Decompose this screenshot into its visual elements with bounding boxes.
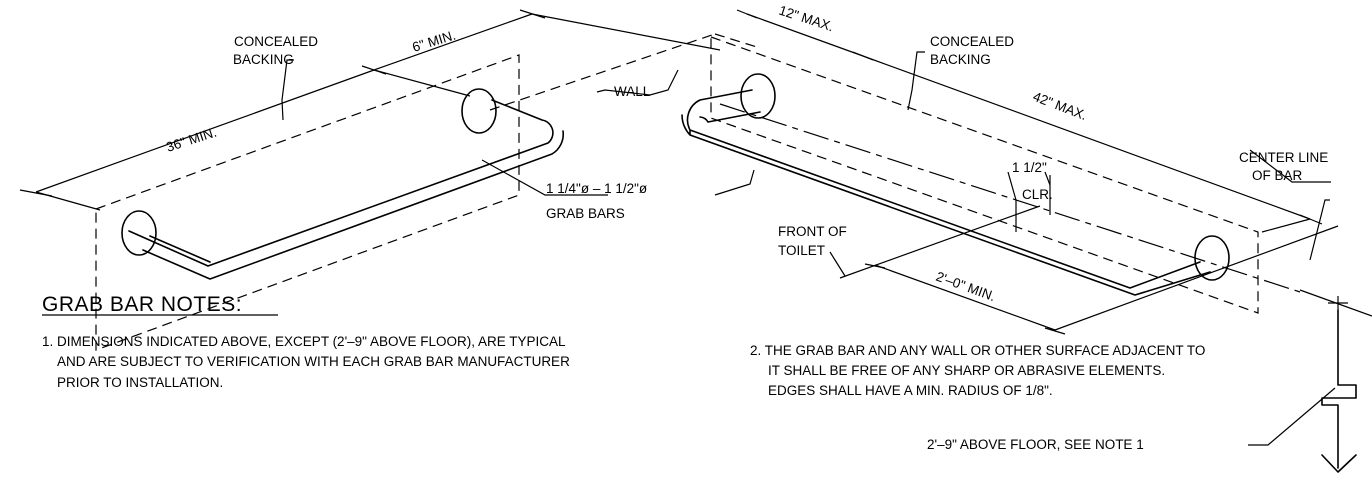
right-concealed-backing	[710, 36, 1259, 314]
label-front-of-toilet-1: FRONT OF	[778, 224, 847, 239]
note-2-line-2: IT SHALL BE FREE OF ANY SHARP OR ABRASIV…	[768, 363, 1165, 378]
dim-42-max-line	[862, 55, 1311, 220]
left-bar-flange-left	[121, 210, 157, 256]
label-grab-bars: GRAB BARS	[546, 206, 625, 221]
label-wall: WALL	[614, 84, 651, 99]
label-above-floor: 2'–9" ABOVE FLOOR, SEE NOTE 1	[927, 437, 1144, 452]
left-grab-bar-tube	[128, 99, 565, 280]
label-concealed-backing-left-2: BACKING	[233, 52, 294, 67]
note-1-line-3: PRIOR TO INSTALLATION.	[57, 375, 223, 390]
label-2ft-min: 2'–0" MIN.	[934, 269, 998, 304]
label-42-max: 42" MAX.	[1031, 89, 1089, 123]
dim-2ft-min-line	[874, 264, 1056, 331]
left-bar-flange-right	[461, 88, 497, 134]
label-bar-size: 1 1/4"ø – 1 1/2"ø	[546, 181, 647, 196]
left-grab-bar-assembly	[19, 9, 721, 351]
left-wall-line	[489, 33, 716, 111]
dim-36-min-line	[35, 69, 375, 193]
label-36-min: 36" MIN.	[164, 124, 218, 154]
note-2-line-3: EDGES SHALL HAVE A MIN. RADIUS OF 1/8".	[768, 383, 1053, 398]
note-2-line-1: 2. THE GRAB BAR AND ANY WALL OR OTHER SU…	[750, 343, 1205, 358]
right-grab-bar-tube	[681, 89, 1211, 296]
label-concealed-backing-right-1: CONCEALED	[930, 34, 1014, 49]
notes-heading: GRAB BAR NOTES:	[42, 293, 242, 316]
label-center-line-1: CENTER LINE	[1239, 150, 1328, 165]
note-1-line-2: AND ARE SUBJECT TO VERIFICATION WITH EAC…	[57, 354, 570, 369]
floor-elevation-symbol	[1299, 289, 1372, 473]
label-concealed-backing-right-2: BACKING	[930, 52, 991, 67]
right-bar-flange-left	[740, 73, 776, 119]
leader-lines	[281, 51, 1336, 446]
right-bar-flange-right	[1194, 235, 1230, 281]
label-6-min: 6" MIN.	[410, 27, 457, 54]
note-1-line-1: 1. DIMENSIONS INDICATED ABOVE, EXCEPT (2…	[42, 334, 566, 349]
label-front-of-toilet-2: TOILET	[778, 243, 825, 258]
dim-6-min-line	[373, 13, 533, 71]
front-of-toilet-line	[839, 205, 1041, 279]
label-concealed-backing-left-1: CONCEALED	[234, 34, 318, 49]
label-clr-dimension: 1 1/2"	[1012, 160, 1047, 175]
right-wall-line	[714, 33, 761, 49]
label-center-line-2: OF BAR	[1252, 168, 1303, 183]
right-grab-bar-assembly	[681, 9, 1372, 473]
dim-12-max-line	[746, 13, 864, 57]
label-12-max: 12" MAX.	[777, 3, 835, 35]
label-clr: CLR.	[1022, 187, 1053, 202]
center-line-of-bar	[719, 103, 1301, 293]
